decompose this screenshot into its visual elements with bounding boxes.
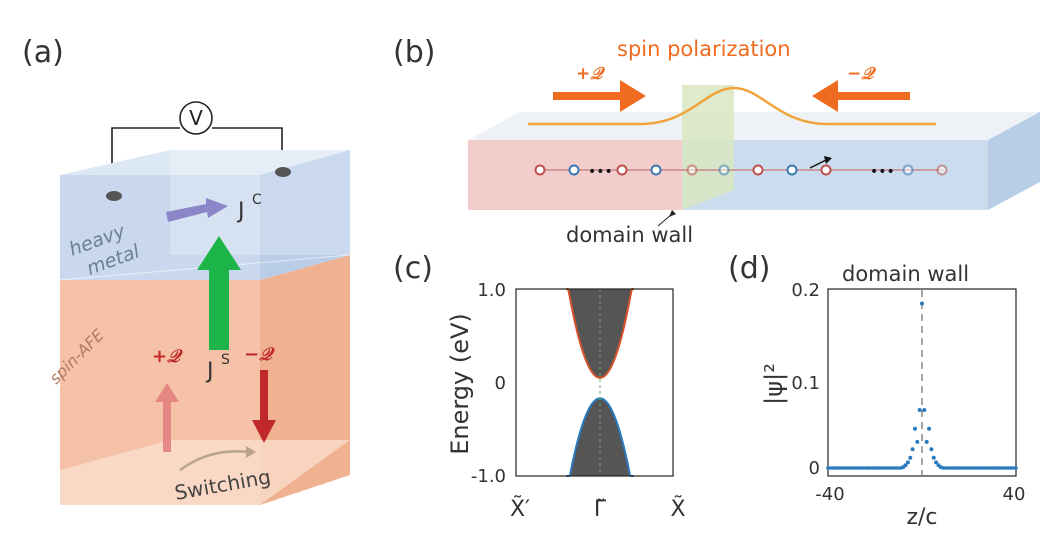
c-ytick-top: 1.0	[477, 280, 506, 301]
spin-polarization-title: spin polarization	[617, 37, 791, 61]
chain-atom	[568, 164, 580, 176]
spin-arrowhead	[824, 156, 832, 164]
d-ylabel: |ψ|²	[760, 363, 788, 405]
chain-atom	[820, 164, 832, 176]
ellipsis-right: •••	[870, 164, 895, 180]
band-plot-frame	[515, 288, 674, 477]
d-ytick-top: 0.2	[791, 280, 820, 301]
panel-d-label: (d)	[728, 251, 770, 286]
box-side	[988, 112, 1040, 210]
d-point	[934, 460, 939, 465]
panel-c: (c) 1.0 0 -1.0 Energy (eV) X̃′ Γ̃ X̃	[393, 251, 686, 522]
d-xlabel: z/c	[906, 505, 937, 530]
minus-q-arrow	[252, 370, 276, 443]
chain-atoms	[534, 164, 948, 176]
chain-atom	[616, 164, 628, 176]
minus-q-label: −𝒬	[244, 344, 275, 365]
c-ylabel: Energy (eV)	[446, 313, 474, 455]
band-plot	[566, 288, 634, 477]
ellipsis-left: •••	[588, 164, 613, 180]
d-point	[905, 460, 910, 465]
chain-atom	[936, 164, 948, 176]
d-point	[908, 455, 913, 460]
chain-atom	[534, 164, 546, 176]
chain-atom	[686, 164, 698, 176]
charge-current-label: J	[236, 199, 245, 224]
d-point	[927, 426, 932, 431]
d-ytick-mid: 0.1	[791, 373, 820, 394]
minus-q-label-b: −𝒬	[847, 64, 876, 84]
plus-q-label-b: +𝒬	[576, 64, 605, 84]
chain-atom	[718, 164, 730, 176]
d-xtick-right: 40	[1003, 484, 1026, 505]
d-point	[910, 447, 915, 452]
spin-current-sup: S	[221, 352, 230, 368]
d-point	[920, 301, 924, 306]
charge-current-arrow	[166, 198, 228, 222]
panel-a-label: (a)	[22, 35, 64, 70]
panel-d: (d) domain wall 0.2 0.1 0 |ψ|² -40 40 z/…	[728, 251, 1025, 530]
chain-atom	[752, 164, 764, 176]
plus-q-arrow-b	[553, 80, 646, 112]
spin-polarization-curve	[528, 86, 936, 126]
d-point-baseline	[899, 466, 903, 470]
inner-back	[170, 150, 350, 255]
d-point	[915, 439, 920, 444]
d-point	[931, 455, 936, 460]
valence-bulk	[566, 398, 634, 476]
chain-atom	[786, 164, 798, 176]
hm-side	[260, 150, 350, 280]
charge-current-sup: C	[252, 192, 262, 208]
d-point	[917, 408, 922, 413]
switching-arrowhead	[246, 446, 256, 458]
electrode-right	[275, 167, 291, 177]
d-scatter	[826, 301, 1018, 470]
c-xtick-center: Γ̃	[594, 497, 607, 522]
d-point-baseline	[1014, 466, 1018, 470]
afe-floor	[60, 440, 350, 505]
voltmeter-label: V	[189, 106, 203, 130]
minus-q-arrow-b	[812, 80, 910, 112]
panel-b-label: (b)	[393, 35, 435, 70]
panel-c-label: (c)	[393, 251, 433, 286]
c-xtick-left: X̃′	[510, 496, 530, 522]
panel-a: (a) V heavy metal spin-AFE J C	[22, 35, 351, 505]
domain-wall-label: domain wall	[566, 223, 693, 247]
chain-atom	[902, 164, 914, 176]
d-point	[922, 408, 927, 413]
panel-b: (b) spin polarization +𝒬 −𝒬 ••• ••• doma…	[393, 35, 1040, 247]
spin-current-label: J	[205, 359, 214, 384]
electrode-left	[106, 191, 122, 201]
conduction-edge-line	[566, 288, 634, 379]
c-ytick-bottom: -1.0	[471, 466, 506, 487]
d-point	[929, 447, 934, 452]
c-xtick-right: X̃	[670, 496, 685, 522]
voltmeter	[179, 101, 213, 135]
plus-q-label: +𝒬	[152, 346, 183, 367]
plus-q-arrow	[155, 383, 179, 452]
domain-wall-pointer-head	[669, 210, 676, 217]
d-xtick-left: -40	[815, 484, 844, 505]
d-point	[912, 426, 917, 431]
d-title: domain wall	[842, 262, 969, 286]
box-right-front	[682, 140, 988, 210]
chain-atom	[650, 164, 662, 176]
c-ytick-mid: 0	[495, 373, 506, 394]
d-ytick-bottom: 0	[809, 458, 820, 479]
domain-wall-plane	[682, 85, 734, 210]
box-top	[468, 112, 1040, 140]
spin-arrow	[809, 159, 827, 169]
switching-arrow	[179, 450, 249, 472]
spin-current-arrow	[197, 236, 241, 350]
d-point	[924, 439, 929, 444]
